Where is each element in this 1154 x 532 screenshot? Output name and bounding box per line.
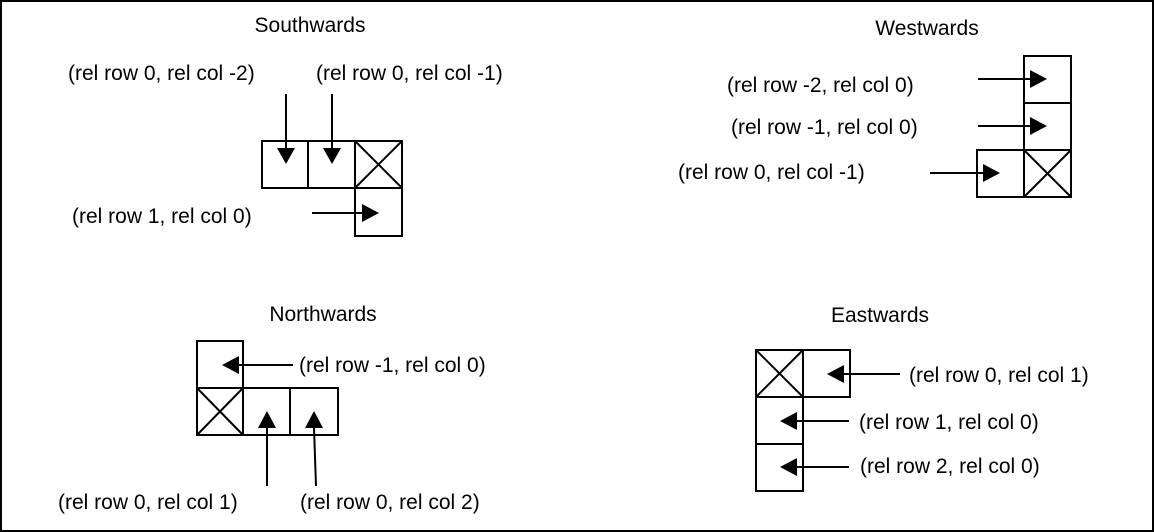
westwards-arrow-2-head	[1030, 117, 1047, 135]
westwards-panel: Westwards (rel row -2, rel col 0) (rel r…	[678, 17, 1072, 198]
eastwards-label-1: (rel row 0, rel col 1)	[909, 364, 1089, 387]
southwards-label-1: (rel row 0, rel col -2)	[68, 62, 255, 85]
westwards-label-2: (rel row -1, rel col 0)	[731, 116, 918, 139]
eastwards-panel: Eastwards (rel row 0, rel col 1) (rel ro…	[755, 304, 1089, 492]
southwards-title: Southwards	[255, 14, 366, 37]
northwards-arrow-1-head	[222, 356, 239, 374]
northwards-arrow-2-head	[258, 411, 276, 428]
eastwards-arrow-3-head	[780, 458, 797, 476]
eastwards-label-2: (rel row 1, rel col 0)	[859, 411, 1039, 434]
westwards-arrow-3-head	[983, 164, 1000, 182]
eastwards-arrow-1-head	[827, 365, 844, 383]
southwards-label-2: (rel row 0, rel col -1)	[316, 62, 503, 85]
westwards-origin-cross-b	[1023, 149, 1072, 198]
northwards-origin-cross-b	[196, 387, 244, 436]
eastwards-title: Eastwards	[831, 304, 929, 327]
northwards-title: Northwards	[269, 303, 376, 326]
southwards-panel: Southwards (rel row 0, rel col -2) (rel …	[68, 14, 503, 237]
southwards-label-3: (rel row 1, rel col 0)	[72, 205, 252, 228]
eastwards-origin-cross-b	[755, 349, 804, 398]
eastwards-label-3: (rel row 2, rel col 0)	[860, 455, 1040, 478]
northwards-label-1: (rel row -1, rel col 0)	[299, 354, 486, 377]
southwards-arrow-3-head	[362, 204, 379, 222]
northwards-arrow-3-shaft	[313, 427, 317, 487]
westwards-label-1: (rel row -2, rel col 0)	[727, 74, 914, 97]
northwards-arrow-3-head	[305, 411, 323, 428]
southwards-arrow-1-head	[277, 148, 295, 164]
northwards-panel: Northwards (rel row -1, rel col 0) (rel …	[58, 303, 486, 514]
westwards-title: Westwards	[875, 17, 978, 40]
northwards-label-3: (rel row 0, rel col 2)	[300, 491, 480, 514]
northwards-label-2: (rel row 0, rel col 1)	[58, 491, 238, 514]
eastwards-arrow-2-head	[780, 412, 797, 430]
westwards-label-3: (rel row 0, rel col -1)	[678, 161, 865, 184]
southwards-arrow-2-head	[323, 148, 341, 164]
westwards-arrow-1-head	[1030, 70, 1047, 88]
southwards-origin-cross-b	[354, 140, 403, 189]
